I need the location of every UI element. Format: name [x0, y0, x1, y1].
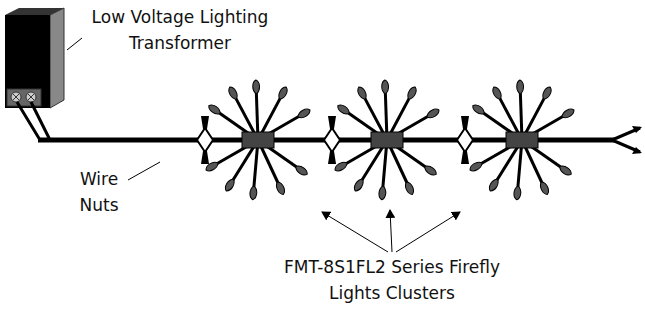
- transformer-label: Low Voltage Lighting Transformer: [80, 4, 280, 57]
- cluster-label: FMT-8S1FL2 Series Firefly Lights Cluster…: [272, 254, 512, 307]
- wire-nuts-label: Wire Nuts: [68, 166, 130, 219]
